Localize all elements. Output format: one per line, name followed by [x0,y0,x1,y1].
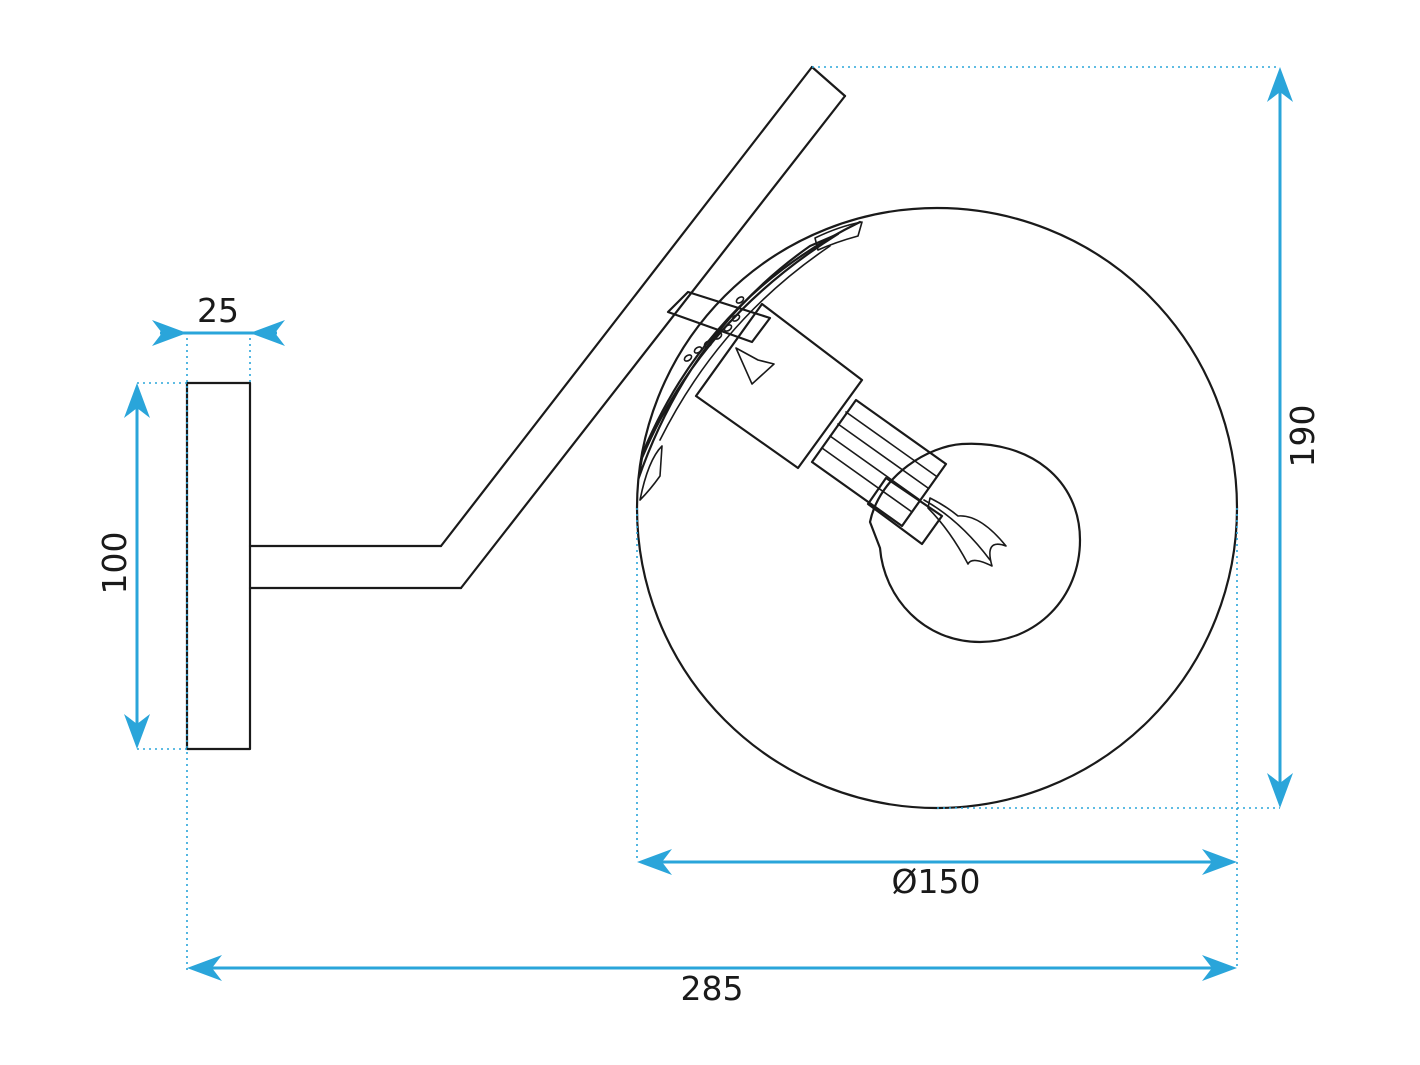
total-height-label: 190 [1283,405,1322,468]
plate-height-label: 100 [95,532,134,595]
dimension-plate-width: 25 [152,291,285,346]
lamp-outline [185,65,1239,810]
dimension-shade-diameter: Ø150 [637,849,1237,901]
wall-plate [185,381,252,751]
shade-diameter-label: Ø150 [892,862,981,901]
light-bulb [868,442,1082,644]
diagonal-arm [439,65,847,590]
dimension-total-height: 190 [1267,67,1322,808]
arm-collar [666,290,772,344]
dimension-lines: 25 100 190 Ø150 285 [95,66,1322,1008]
extension-lines [137,66,1280,970]
plate-width-label: 25 [197,291,239,330]
globe-cap [637,220,863,501]
bulb-screw-base [810,398,948,546]
lamp-socket [694,302,864,470]
total-depth-label: 285 [681,969,744,1008]
vent-holes [683,296,745,362]
horizontal-arm [248,544,463,590]
dimension-total-depth: 285 [187,955,1237,1008]
dimension-plate-height: 100 [95,383,150,749]
